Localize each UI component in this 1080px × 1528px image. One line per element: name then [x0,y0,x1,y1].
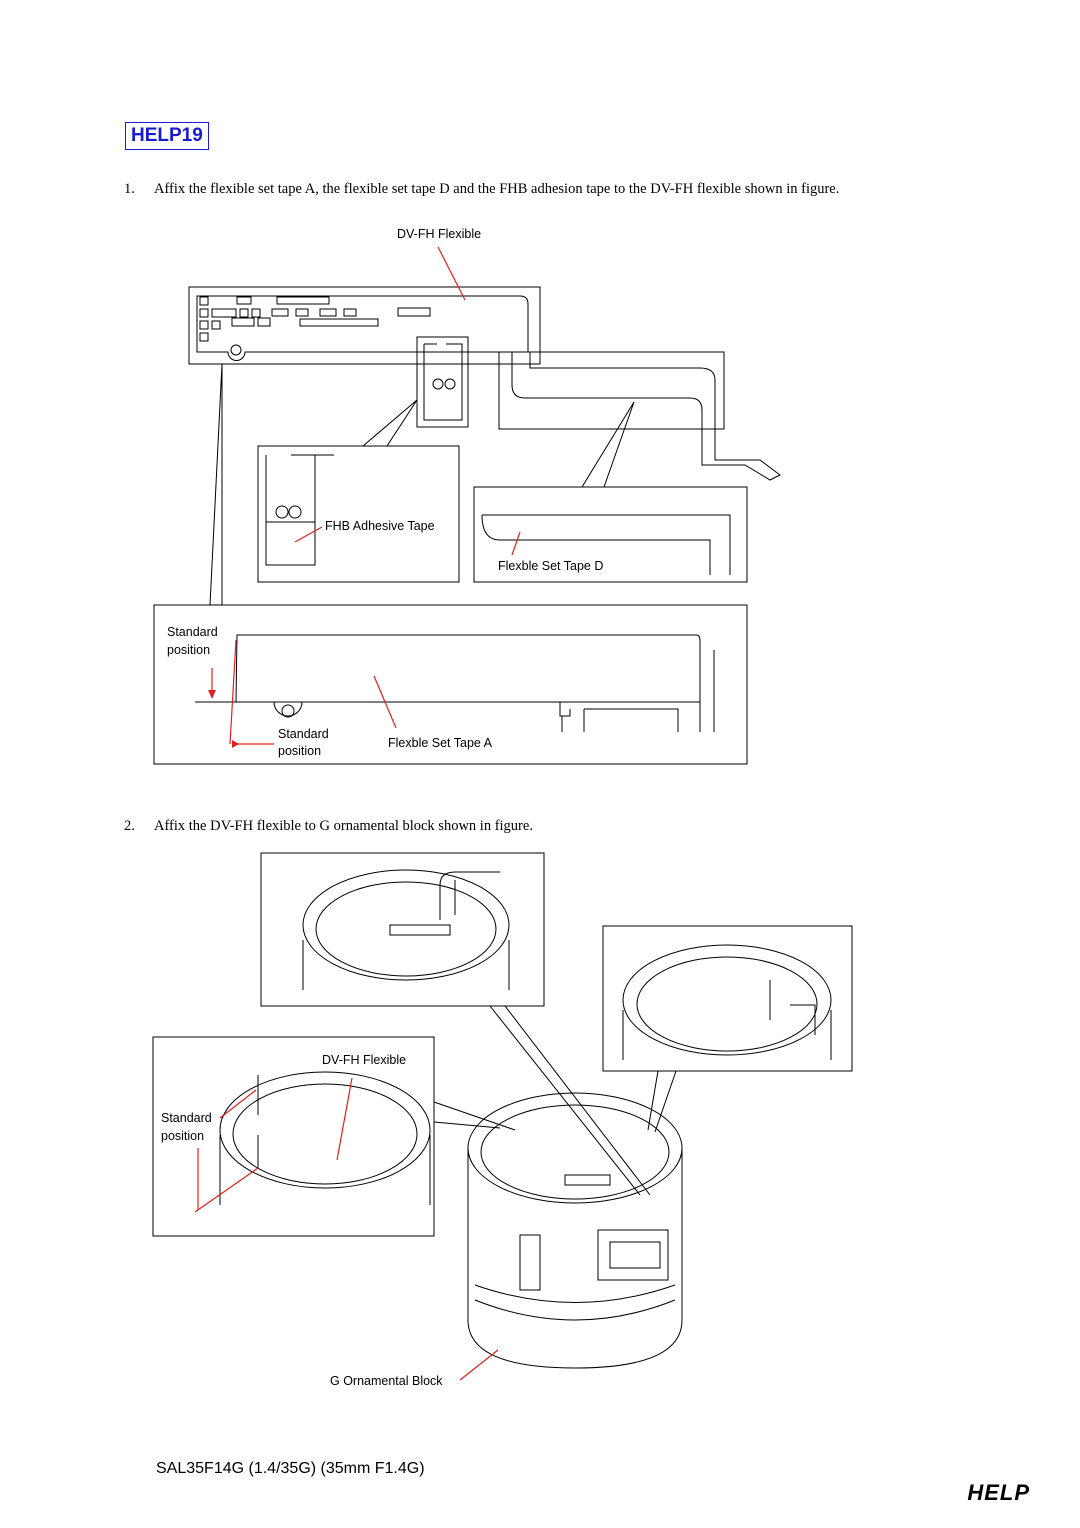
step-1-text: Affix the flexible set tape A, the flexi… [154,181,840,197]
figure-1-flexible-tapes: DV-FH Flexible FHB Adhesive Tape Flexble… [153,227,781,765]
tape-a-inset-frame [153,604,748,765]
standard-position-top-line1: Standard [167,625,218,639]
dvfh-flexible-label-2: DV-FH Flexible [322,1053,406,1067]
step-2-number: 2. [124,818,135,834]
step-1-number: 1. [124,181,135,197]
tape-d-label: Flexble Set Tape D [498,559,603,573]
step-1: 1. Affix the flexible set tape A, the fle… [124,181,839,198]
dvfh-board-outline [196,295,529,361]
top-inset-frame [260,852,545,1007]
help-footer: HELP [967,1480,1030,1505]
standard-position-bottom-line1: Standard [278,727,329,741]
dvfh-board-frame [188,286,541,365]
standard-position-top-line2: position [167,643,210,657]
standard-position-bottom-line2: position [278,744,321,758]
fhb-adhesive-tape-label: FHB Adhesive Tape [325,519,435,533]
tape-a-label: Flexble Set Tape A [388,736,493,750]
help-badge[interactable]: HELP19 [125,122,209,150]
step-2: 2. Affix the DV-FH flexible to G ornament… [124,818,533,835]
figure-2-ornamental-block: DV-FH Flexible Standard position G Ornam… [152,852,853,1388]
right-inset-frame [602,925,853,1072]
fhb-inset-frame [257,445,460,583]
dvfh-flexible-label: DV-FH Flexible [397,227,481,241]
tape-d-inset-frame [473,486,748,583]
g-ornamental-block-label: G Ornamental Block [330,1374,443,1388]
left-inset-frame [152,1036,435,1237]
model-footer: SAL35F14G (1.4/35G) (35mm F1.4G) [156,1460,425,1477]
standard-position-line2-2: position [161,1129,204,1143]
step-2-text: Affix the DV-FH flexible to G ornamental… [154,818,533,834]
tape-d-region-frame [498,351,725,430]
standard-position-line1-2: Standard [161,1111,212,1125]
fhb-tab-frame [416,336,469,428]
